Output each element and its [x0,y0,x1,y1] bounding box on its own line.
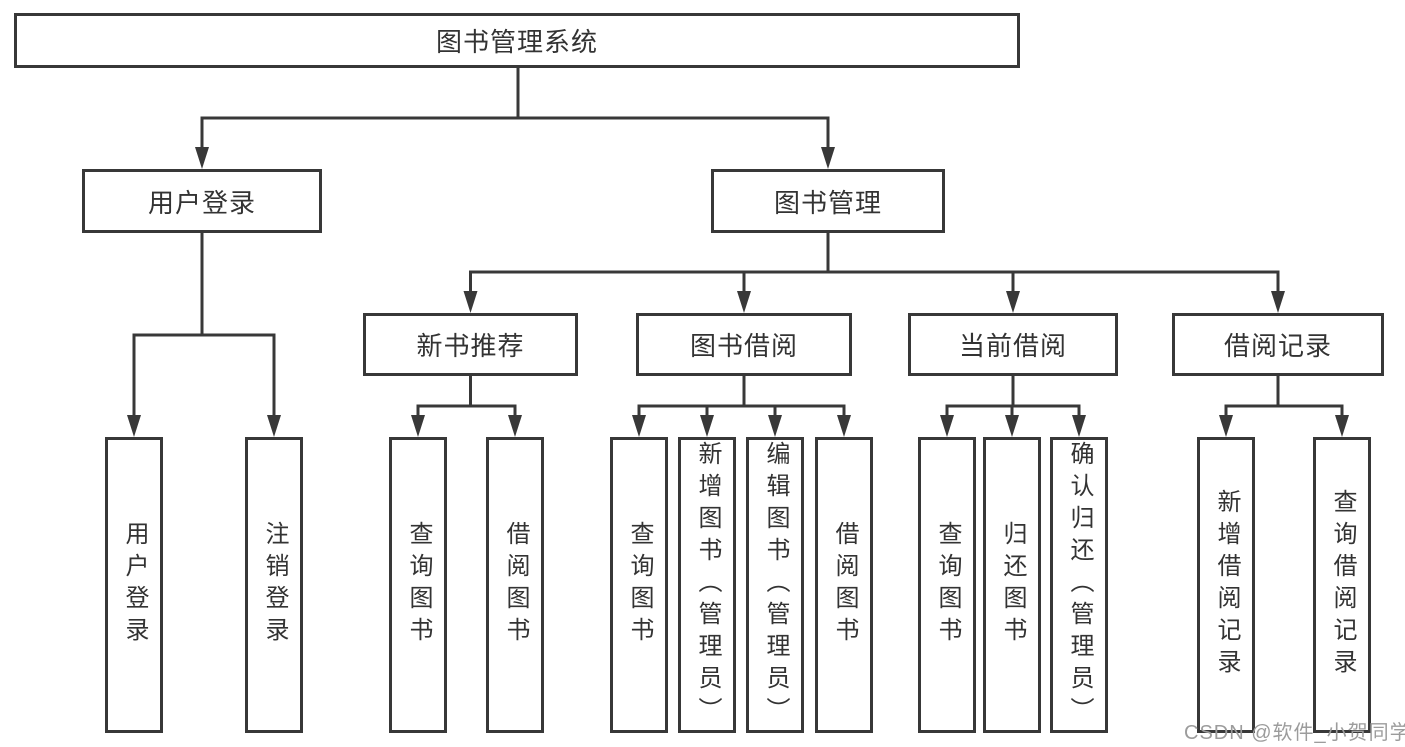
node-book-management: 图书管理 [711,169,945,233]
node-library-management-system: 图书管理系统 [14,13,1020,68]
node-new-book-recommend: 新书推荐 [363,313,578,376]
node-user-login: 用户登录 [82,169,322,233]
leaf-edit-book-admin: 编辑图书（管理员） [746,437,804,733]
leaf-borrow-book: 借阅图书 [815,437,873,733]
leaf-confirm-return-admin: 确认归还（管理员） [1050,437,1108,733]
leaf-add-borrow-record: 新增借阅记录 [1197,437,1255,733]
leaf-return-book: 归还图书 [983,437,1041,733]
node-book-borrow: 图书借阅 [636,313,852,376]
csdn-watermark: CSDN @软件_小贺同学 [1184,722,1405,744]
leaf-recommend-query-book: 查询图书 [389,437,447,733]
leaf-user-login: 用户登录 [105,437,163,733]
node-borrow-record: 借阅记录 [1172,313,1384,376]
node-current-borrow: 当前借阅 [908,313,1118,376]
leaf-add-book-admin: 新增图书（管理员） [678,437,736,733]
arrowheads [127,147,1349,437]
leaf-query-borrow-record: 查询借阅记录 [1313,437,1371,733]
leaf-recommend-borrow-book: 借阅图书 [486,437,544,733]
leaf-logout: 注销登录 [245,437,303,733]
leaf-current-query-book: 查询图书 [918,437,976,733]
leaf-borrow-query-book: 查询图书 [610,437,668,733]
